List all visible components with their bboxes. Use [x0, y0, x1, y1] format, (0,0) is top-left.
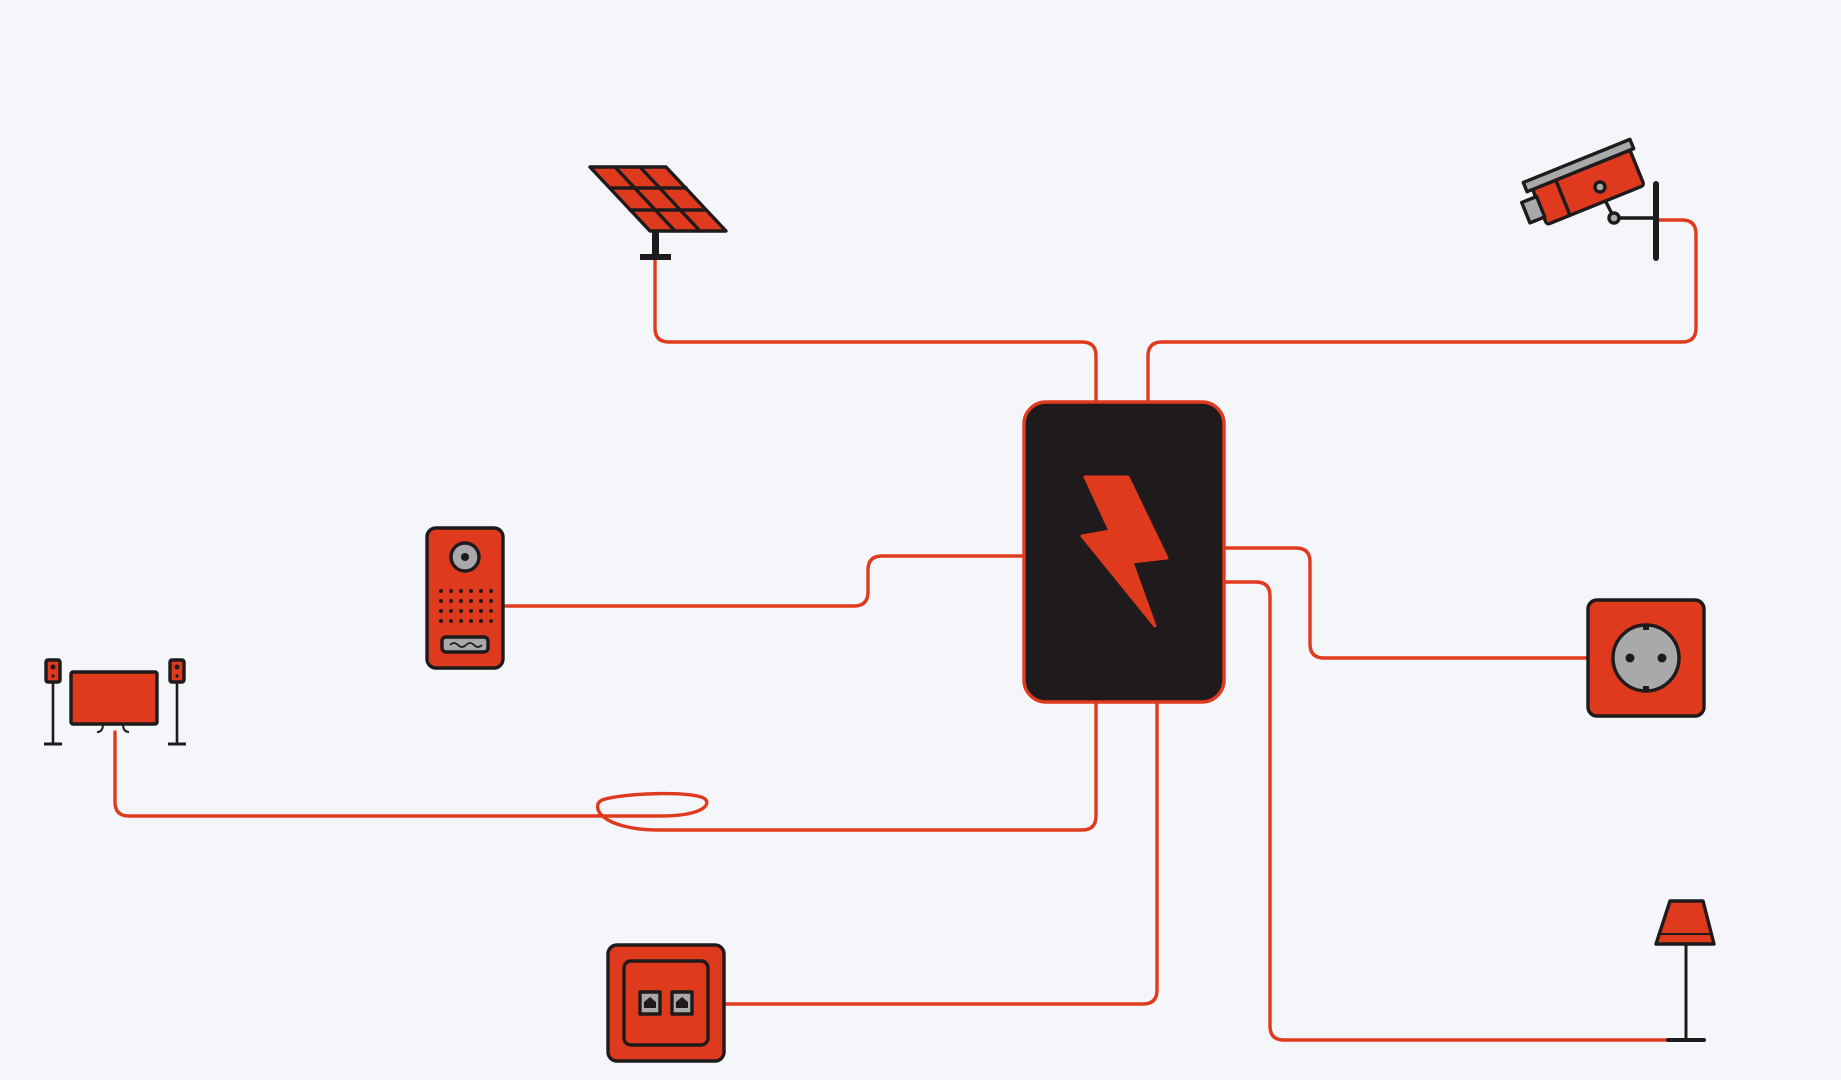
intercom-doorbell-icon [425, 526, 505, 670]
wire-floor-lamp [1222, 580, 1670, 1042]
security-camera-icon [1520, 137, 1659, 261]
solar-panel [588, 165, 728, 260]
speaker-grille [439, 589, 493, 623]
lightning-bolt-icon [1080, 475, 1169, 628]
tv-with-speakers-icon [44, 658, 186, 746]
wire-home-theater [113, 700, 1098, 832]
floor-lamp [1654, 899, 1716, 1042]
power-socket-icon [1586, 598, 1706, 718]
solar-panel-icon [588, 165, 728, 260]
network-socket [606, 943, 726, 1063]
power-hub [1022, 400, 1226, 704]
power-socket [1586, 598, 1706, 718]
security-camera [1520, 137, 1659, 261]
intercom [425, 526, 505, 670]
wire-solar-panel [653, 256, 1098, 404]
wire-security-camera [1146, 218, 1698, 404]
ethernet-socket-icon [606, 943, 726, 1063]
home-theater [44, 658, 186, 746]
wire-power-socket [1222, 546, 1590, 660]
floor-lamp-icon [1654, 899, 1716, 1042]
wire-intercom [501, 554, 1026, 608]
wires [113, 218, 1698, 1042]
wire-network-socket [722, 700, 1159, 1006]
